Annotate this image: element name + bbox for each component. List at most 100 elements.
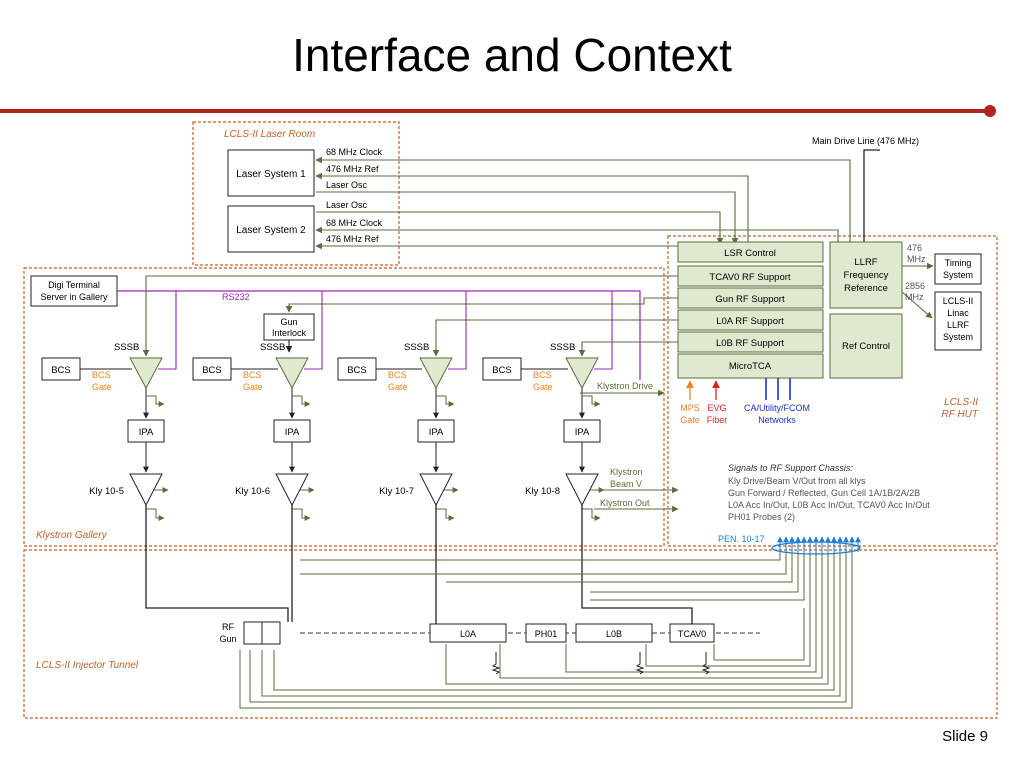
penetration-ellipse: [771, 541, 861, 555]
laser-system-2-label: Laser System 2: [236, 225, 306, 236]
ipa-label: IPA: [285, 427, 300, 438]
return-cable-2: [300, 545, 787, 575]
bcs-gate-label: BCS: [533, 370, 552, 380]
timing-system-box: [934, 253, 982, 285]
rf-hut-label-1: LCLS-II: [944, 397, 978, 408]
gun-drive-line: [285, 297, 678, 313]
sssb-amplifier: [275, 357, 309, 390]
sssb-label: SSSB: [550, 342, 575, 353]
klystron-gallery-label: Klystron Gallery: [36, 530, 108, 541]
return-cable-14: [713, 608, 805, 661]
ls1-osc-label: Laser Osc: [326, 180, 368, 190]
klystron-out-tap: [582, 508, 601, 521]
klystron-beam-v-label-1: Klystron: [610, 467, 643, 477]
microtca-box: [677, 353, 824, 379]
rf-hut-region: [667, 235, 998, 547]
sssb-amplifier: [129, 357, 163, 390]
rs232-tap-line: [594, 291, 613, 370]
return-cable-5: [590, 545, 805, 601]
bcs-gate-label: BCS: [388, 370, 407, 380]
gun-rf-support-label: Gun RF Support: [715, 294, 785, 305]
sssb-monitor-tap: [436, 395, 455, 407]
return-cable-10: [445, 545, 829, 685]
return-cable-4: [590, 545, 799, 593]
rs232-line: [117, 290, 641, 380]
signals-note-line-3: L0A Acc In/Out, L0B Acc In/Out, TCAV0 Ac…: [728, 500, 930, 510]
digi-terminal-label-2: Server in Gallery: [40, 292, 108, 302]
freq-476-label-2: MHz: [907, 254, 926, 264]
timing-system-label-2: System: [943, 270, 973, 280]
linac-llrf-label-4: System: [943, 332, 973, 342]
load-resistor-2: [635, 652, 645, 675]
return-cable-9: [273, 545, 835, 691]
digi-terminal-box: [30, 275, 118, 307]
signals-note-line-4: PH01 Probes (2): [728, 512, 795, 522]
sssb-amplifier: [419, 357, 453, 390]
klystron-out-tap: [146, 508, 165, 521]
rf-hut-label-2: RF HUT: [942, 409, 979, 420]
return-cable-11: [499, 545, 823, 679]
bcs-gate-label: BCS: [243, 370, 262, 380]
tcav0-drive-line: [142, 275, 678, 357]
return-cable-8: [261, 545, 841, 697]
pen-label: PEN. 10-17: [718, 534, 765, 544]
klystron-out-label: Klystron Out: [600, 498, 650, 508]
klystron-label: Kly 10-6: [235, 486, 270, 497]
l0a-cavity-box: [429, 623, 507, 643]
laser-system-1-label: Laser System 1: [236, 169, 306, 180]
tcav0-label: TCAV0: [678, 629, 706, 639]
bcs-gate-label: Gate: [388, 382, 408, 392]
ls2-68mhz-label: 68 MHz Clock: [326, 218, 383, 228]
laser-room-label: LCLS-II Laser Room: [224, 129, 315, 140]
mps-gate-label-1: MPS: [680, 403, 700, 413]
l0b-cavity-box: [575, 623, 653, 643]
ls2-476-line: [315, 242, 706, 250]
networks-label-1: CA/Utility/FCOM: [744, 403, 810, 413]
digi-terminal-label-1: Digi Terminal: [48, 280, 100, 290]
load-resistor-3: [701, 652, 711, 675]
title-rule: [0, 105, 996, 117]
sssb-label: SSSB: [260, 342, 285, 353]
ls2-476-label: 476 MHz Ref: [326, 234, 379, 244]
slide-title: Interface and Context: [292, 29, 732, 81]
freq-476-label-1: 476: [907, 243, 922, 253]
llrf-frequency-reference-box: [829, 241, 903, 309]
rs232-tap-line: [304, 291, 323, 370]
l0a-cavity-label: L0A: [460, 629, 476, 639]
ref-control-label: Ref Control: [842, 341, 890, 352]
return-cable-6: [239, 545, 853, 709]
klystron-out-tap: [436, 508, 455, 521]
ls2-osc-line: [316, 211, 724, 245]
ls1-68mhz-label: 68 MHz Clock: [326, 147, 383, 157]
timing-system-label-1: Timing: [945, 258, 972, 268]
ipa-label: IPA: [575, 427, 590, 438]
signals-note-line-1: Kly Drive/Beam V/Out from all klys: [728, 476, 866, 486]
return-cable-1: [300, 545, 781, 561]
rs232-tap-line: [448, 291, 467, 370]
bcs-label: BCS: [492, 365, 512, 376]
networks-label-2: Networks: [758, 415, 796, 425]
bcs-gate-label: Gate: [92, 382, 112, 392]
evg-fiber-label-2: Fiber: [707, 415, 728, 425]
injector-tunnel-label: LCLS-II Injector Tunnel: [36, 660, 139, 671]
return-cable-3: [446, 545, 793, 583]
klystron-label: Kly 10-5: [89, 486, 124, 497]
l0a-rf-support-label: L0A RF Support: [716, 316, 784, 327]
freq-2856-label-2: MHz: [905, 292, 924, 302]
linac-llrf-system-box: [934, 291, 982, 351]
klystron-out-tap: [292, 508, 311, 521]
ls1-68mhz-line: [315, 156, 851, 252]
bcs-gate-label: BCS: [92, 370, 111, 380]
rf-gun-label-2: Gun: [219, 634, 236, 644]
waveguide-kly-10-8: [581, 505, 693, 624]
return-cable-12: [565, 545, 817, 673]
signals-note-title: Signals to RF Support Chassis:: [728, 463, 853, 473]
evg-fiber-label-1: EVG: [707, 403, 726, 413]
bcs-gate-label: Gate: [533, 382, 553, 392]
gun-interlock-label-2: Interlock: [272, 328, 307, 338]
lsr-control-label: LSR Control: [724, 248, 776, 259]
microtca-label: MicroTCA: [729, 361, 772, 372]
ls2-osc-label: Laser Osc: [326, 200, 368, 210]
